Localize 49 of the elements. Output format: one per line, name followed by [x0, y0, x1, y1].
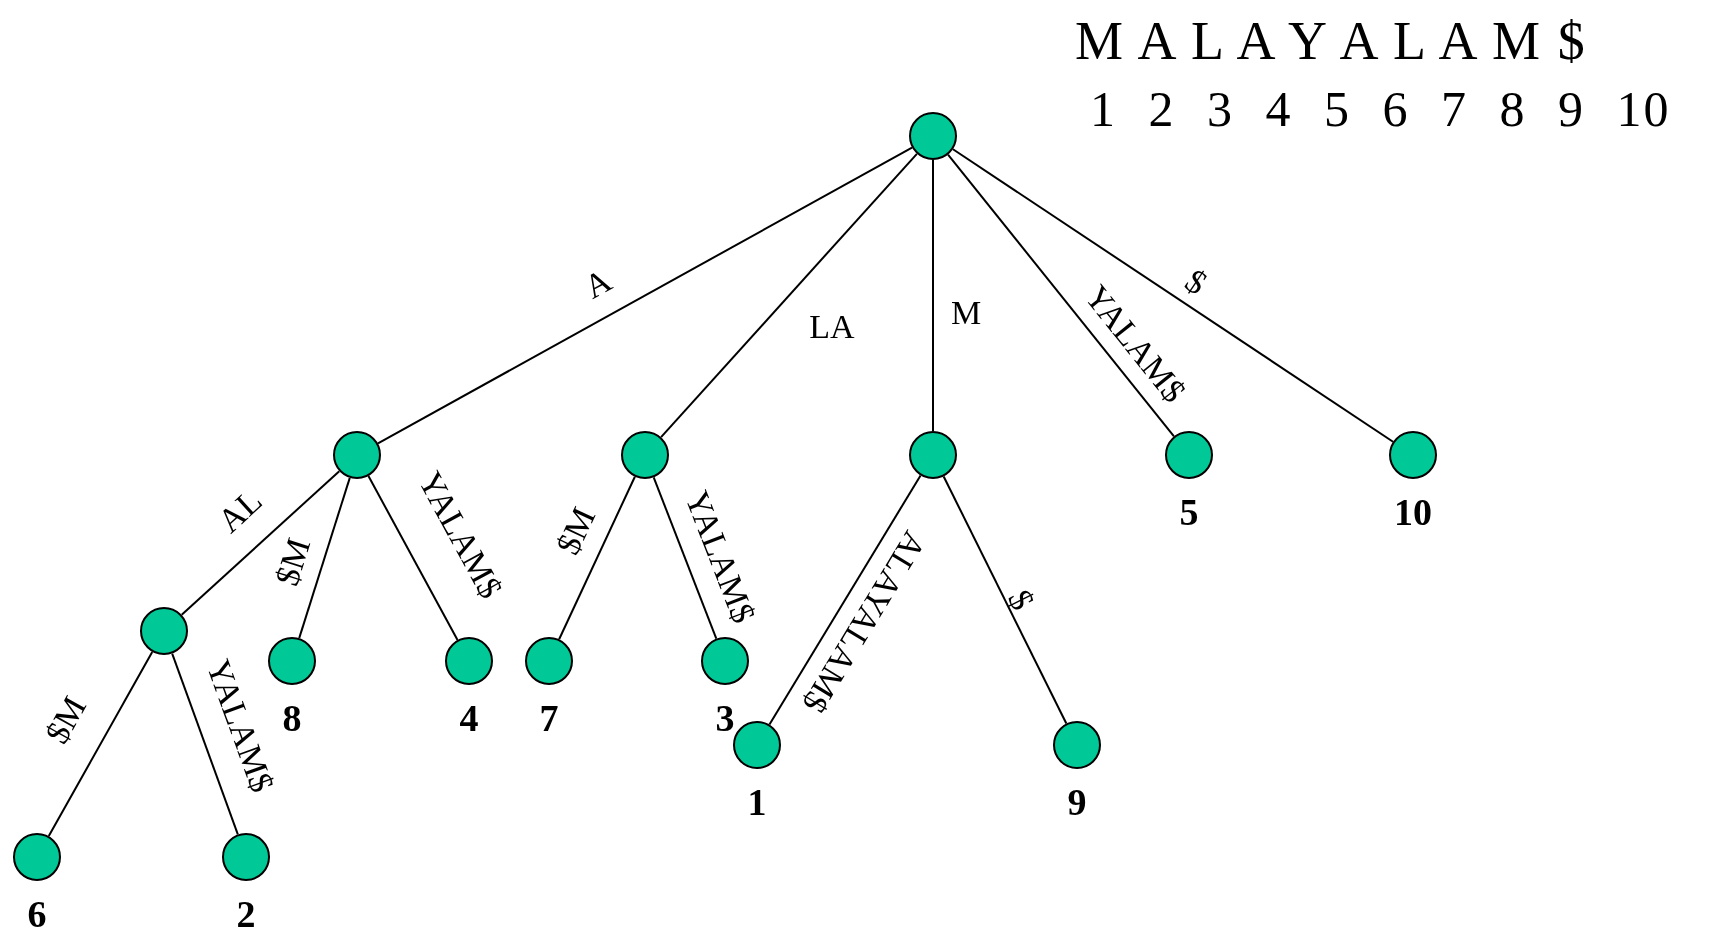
- leaf-number: 1: [747, 783, 767, 821]
- tree-node-circle: [140, 607, 188, 655]
- leaf-number: 8: [282, 699, 302, 737]
- tree-node-circle: [445, 637, 493, 685]
- edge-label: LA: [809, 310, 855, 344]
- leaf-number: 6: [27, 895, 47, 933]
- edge-label: A: [579, 263, 617, 305]
- leaf-number: 9: [1067, 783, 1087, 821]
- tree-node-circle: [621, 431, 669, 479]
- edge-label: $M: [550, 502, 602, 560]
- tree-node-circle: [333, 431, 381, 479]
- tree-edge: [367, 475, 459, 641]
- edge-label: $M: [269, 534, 317, 590]
- leaf-number: 5: [1179, 493, 1199, 531]
- tree-edge: [942, 475, 1068, 725]
- tree-node-circle: [13, 833, 61, 881]
- tree-edge: [298, 476, 351, 640]
- leaf-number: 2: [236, 895, 256, 933]
- tree-node-circle: [1053, 721, 1101, 769]
- tree-edge: [660, 152, 918, 439]
- string-text: M A L A Y A L A M $: [1075, 14, 1587, 68]
- tree-node-circle: [909, 112, 957, 160]
- leaf-number: 3: [715, 699, 735, 737]
- tree-edge: [952, 148, 1394, 443]
- tree-edge: [947, 153, 1175, 438]
- tree-node-circle: [701, 637, 749, 685]
- leaf-number: 4: [459, 699, 479, 737]
- position-numbers: 1 2 3 4 5 6 7 8 9 10: [1090, 84, 1671, 134]
- tree-node-circle: [525, 637, 573, 685]
- tree-edge: [377, 146, 913, 445]
- tree-edge: [652, 476, 718, 640]
- leaf-number: 10: [1394, 493, 1432, 531]
- tree-edge: [768, 474, 922, 726]
- tree-edge: [932, 159, 934, 432]
- edge-label: M: [950, 296, 982, 330]
- tree-node-circle: [733, 721, 781, 769]
- tree-node-circle: [1389, 431, 1437, 479]
- tree-edge: [180, 470, 341, 616]
- tree-edge: [47, 650, 154, 838]
- tree-edge: [558, 475, 636, 641]
- tree-edge: [171, 652, 239, 836]
- edge-label: $M: [39, 691, 93, 749]
- edge-label: $: [1002, 584, 1040, 616]
- edge-label: AL: [211, 483, 269, 539]
- tree-node-circle: [909, 431, 957, 479]
- edge-label: $: [1179, 263, 1213, 301]
- tree-node-circle: [1165, 431, 1213, 479]
- tree-node-circle: [222, 833, 270, 881]
- leaf-number: 7: [539, 699, 559, 737]
